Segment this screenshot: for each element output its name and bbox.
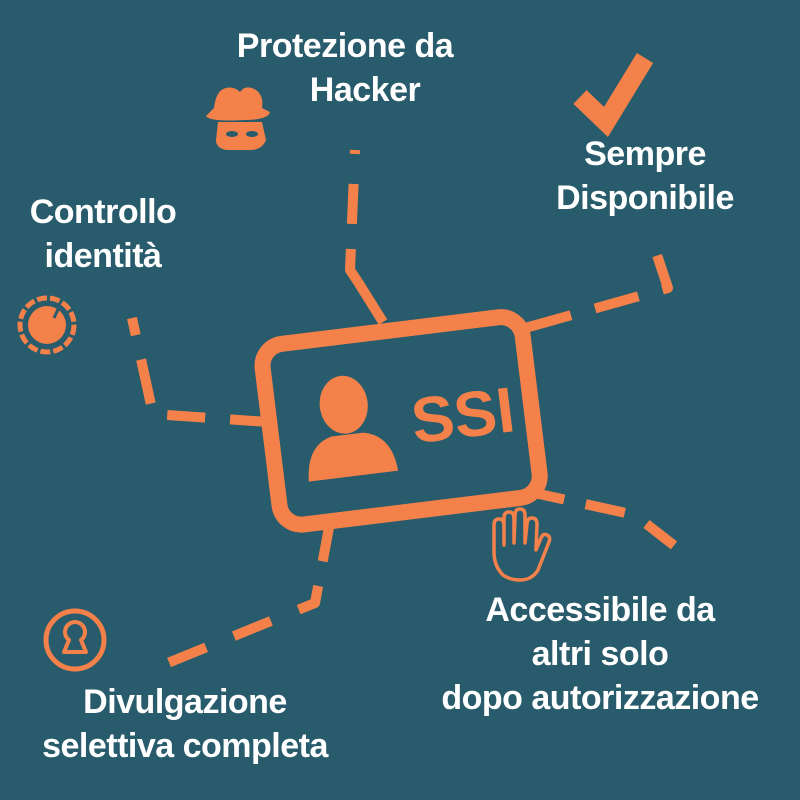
ssi-card: SSI	[254, 309, 548, 533]
checkmark-icon	[573, 53, 654, 138]
label-line: Disponibile	[556, 179, 734, 217]
label-line: dopo autorizzazione	[441, 679, 759, 717]
feature-authorization-label: Accessibile da altri solo dopo autorizza…	[400, 588, 800, 720]
label-line: identità	[44, 237, 162, 275]
label-line: Protezione da	[236, 27, 454, 65]
label-line: altri solo	[531, 635, 669, 673]
feature-disclosure-label: Divulgazione selettiva completa	[10, 680, 360, 768]
feature-available-label: Sempre Disponibile	[530, 132, 760, 220]
connector-authorization	[528, 487, 694, 562]
keyhole-icon	[43, 608, 107, 672]
connector-hacker-dashed	[345, 149, 363, 285]
user-icon	[308, 375, 399, 482]
connector-available	[516, 250, 673, 335]
dial-control-icon	[17, 295, 77, 355]
ssi-label: SSI	[407, 373, 518, 457]
connector-hacker	[353, 279, 388, 325]
label-line: Controllo	[29, 193, 177, 231]
spy-hacker-icon	[206, 87, 270, 150]
label-line: Accessibile da	[485, 591, 715, 629]
connector-identity	[127, 316, 269, 427]
feature-hacker-label: Protezione da Hacker	[205, 24, 485, 112]
label-line: Sempre	[584, 135, 706, 173]
label-line: selettiva completa	[42, 727, 328, 765]
feature-identity-label: Controllo identità	[8, 190, 198, 278]
label-line: Hacker	[309, 71, 421, 109]
label-line: Divulgazione	[83, 683, 287, 721]
hand-stop-icon	[492, 507, 552, 582]
connector-disclosure	[156, 521, 335, 672]
